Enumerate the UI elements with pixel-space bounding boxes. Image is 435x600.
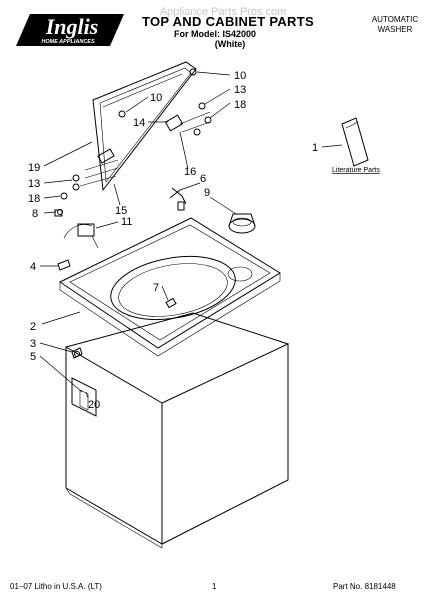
watermark: Appliance Parts Pros.com bbox=[159, 6, 287, 18]
callout-13a: 13 bbox=[234, 84, 246, 96]
callout-4: 4 bbox=[30, 261, 36, 273]
callout-7: 7 bbox=[153, 282, 159, 294]
callout-14: 14 bbox=[133, 117, 145, 129]
callout-15: 15 bbox=[115, 205, 127, 217]
cabinet-screw bbox=[165, 297, 177, 309]
callout-11: 11 bbox=[121, 216, 132, 228]
literature-parts-label: Literature Parts bbox=[332, 167, 380, 174]
callout-16: 16 bbox=[184, 166, 196, 178]
literature-booklet bbox=[341, 117, 369, 167]
hinge-parts bbox=[79, 111, 211, 187]
callout-2: 2 bbox=[30, 321, 36, 333]
leader-lines bbox=[39, 71, 343, 399]
callout-18b: 18 bbox=[28, 193, 40, 205]
callout-6: 6 bbox=[200, 173, 206, 185]
brand-tagline: HOME APPLIANCES bbox=[41, 39, 95, 45]
cabinet bbox=[65, 312, 290, 549]
pivot-screw bbox=[54, 209, 63, 217]
brand-logo: Inglis HOME APPLIANCES bbox=[12, 10, 130, 54]
bleach-dispenser bbox=[228, 213, 256, 234]
cabinet-clip bbox=[71, 347, 83, 359]
callout-10b: 10 bbox=[150, 92, 162, 104]
top-clip bbox=[57, 259, 71, 271]
callout-13b: 13 bbox=[28, 178, 40, 190]
top-panel bbox=[59, 217, 281, 357]
brand-name: Inglis bbox=[45, 14, 99, 39]
callout-labels: 10 10 13 18 14 16 19 13 18 8 15 11 6 9 7… bbox=[28, 70, 318, 411]
footer-part-number: Part No. 8181448 bbox=[333, 582, 396, 591]
page-title: TOP AND CABINET PARTS bbox=[142, 14, 314, 29]
callout-8: 8 bbox=[32, 208, 38, 220]
callout-19: 19 bbox=[28, 162, 40, 174]
lid-switch bbox=[63, 223, 99, 249]
callout-10a: 10 bbox=[234, 70, 246, 82]
footer-page-number: 1 bbox=[212, 582, 217, 591]
callout-18a: 18 bbox=[234, 99, 246, 111]
callout-3: 3 bbox=[30, 338, 36, 350]
hinge-pin bbox=[169, 187, 187, 211]
cabinet-side-label bbox=[71, 377, 97, 417]
product-type: AUTOMATIC WASHER bbox=[360, 15, 430, 35]
footer-litho: 01–07 Litho in U.S.A. (LT) bbox=[10, 582, 102, 591]
color-line: (White) bbox=[214, 39, 246, 49]
callout-5: 5 bbox=[30, 351, 36, 363]
model-line: For Model: IS42000 bbox=[173, 29, 257, 39]
callout-9: 9 bbox=[204, 187, 210, 199]
callout-1: 1 bbox=[312, 142, 318, 154]
product-type-line-2: WASHER bbox=[377, 25, 413, 34]
callout-20: 20 bbox=[88, 399, 100, 411]
product-type-line-1: AUTOMATIC bbox=[371, 15, 419, 24]
